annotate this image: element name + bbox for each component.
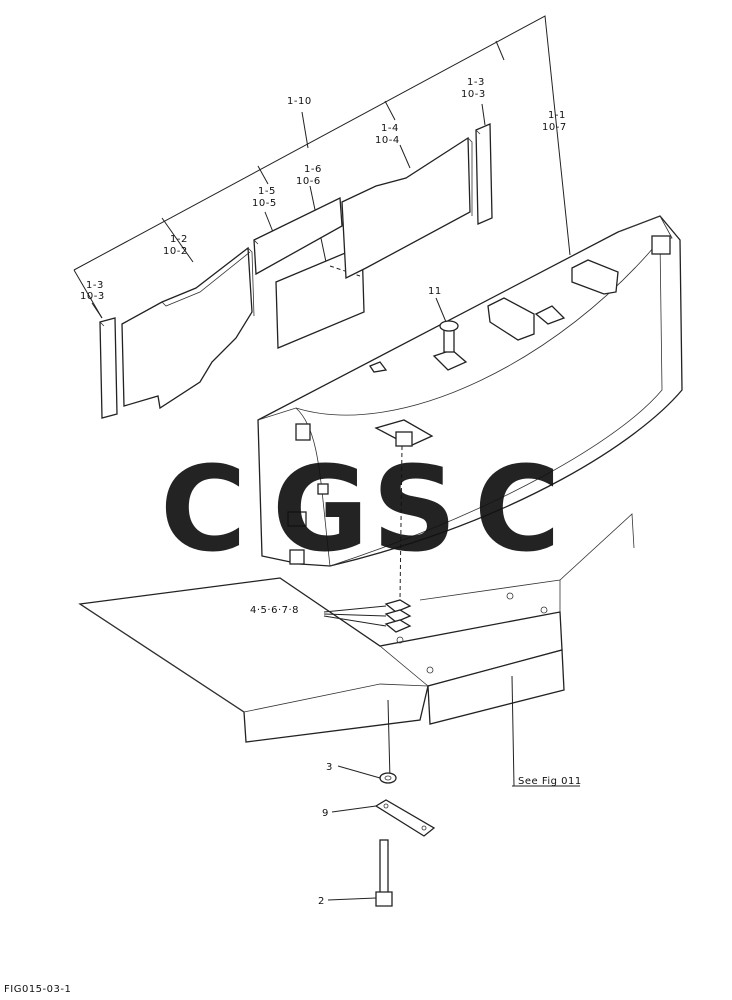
- callout-1-6-top: 1-6: [304, 164, 322, 175]
- callout-2: 2: [318, 896, 325, 907]
- callout-9: 9: [322, 808, 329, 819]
- weight-piece-1-3-left: [99, 317, 118, 419]
- plate-9: [331, 799, 436, 837]
- callout-1-5-top: 1-5: [258, 186, 276, 197]
- weight-plate-1-2: [121, 246, 255, 410]
- callout-1-2-top: 1-2: [170, 234, 188, 245]
- callout-1-3-right-bottom: 10-3: [461, 89, 486, 100]
- callout-1-10: 1-10: [287, 96, 312, 107]
- counterweight-body: [257, 215, 683, 601]
- shim-stack: [323, 599, 412, 633]
- see-fig-note: See Fig 011: [518, 776, 582, 787]
- callout-1-6-bottom: 10-6: [296, 176, 321, 187]
- callout-1-1-top: 1-1: [548, 110, 566, 121]
- upper-frame: [78, 513, 635, 787]
- callout-4-8: 4·5·6·7·8: [250, 605, 299, 616]
- callout-1-2-bottom: 10-2: [163, 246, 188, 257]
- callout-1-4-top: 1-4: [381, 123, 399, 134]
- callout-3: 3: [326, 762, 333, 773]
- callout-labels: 1-3 10-3 1-2 10-2 1-5 10-5 1-6 10-6 1-10…: [80, 77, 582, 907]
- weight-plate-1-4: [341, 136, 473, 280]
- callout-11: 11: [428, 286, 442, 297]
- watermark-logo: C G S C: [160, 440, 561, 578]
- callout-1-3-left-bottom: 10-3: [80, 291, 105, 302]
- watermark-letter-2: G: [272, 440, 369, 578]
- figure-id: FIG015-03-1: [4, 984, 71, 995]
- watermark-letter-1: C: [160, 440, 247, 578]
- weight-piece-1-5: [253, 196, 343, 276]
- callout-leader-tree: [73, 15, 571, 319]
- callout-1-1-bottom: 10-7: [542, 122, 567, 133]
- watermark-letter-3: S: [372, 440, 457, 578]
- washer-3: [337, 765, 397, 784]
- callout-1-4-bottom: 10-4: [375, 135, 400, 146]
- watermark-letter-4: C: [474, 440, 561, 578]
- weight-piece-1-3-right: [475, 123, 493, 225]
- callout-1-3-right-top: 1-3: [467, 77, 485, 88]
- bolt-2: [327, 839, 393, 907]
- callout-1-5-bottom: 10-5: [252, 198, 277, 209]
- callout-1-3-left-top: 1-3: [86, 280, 104, 291]
